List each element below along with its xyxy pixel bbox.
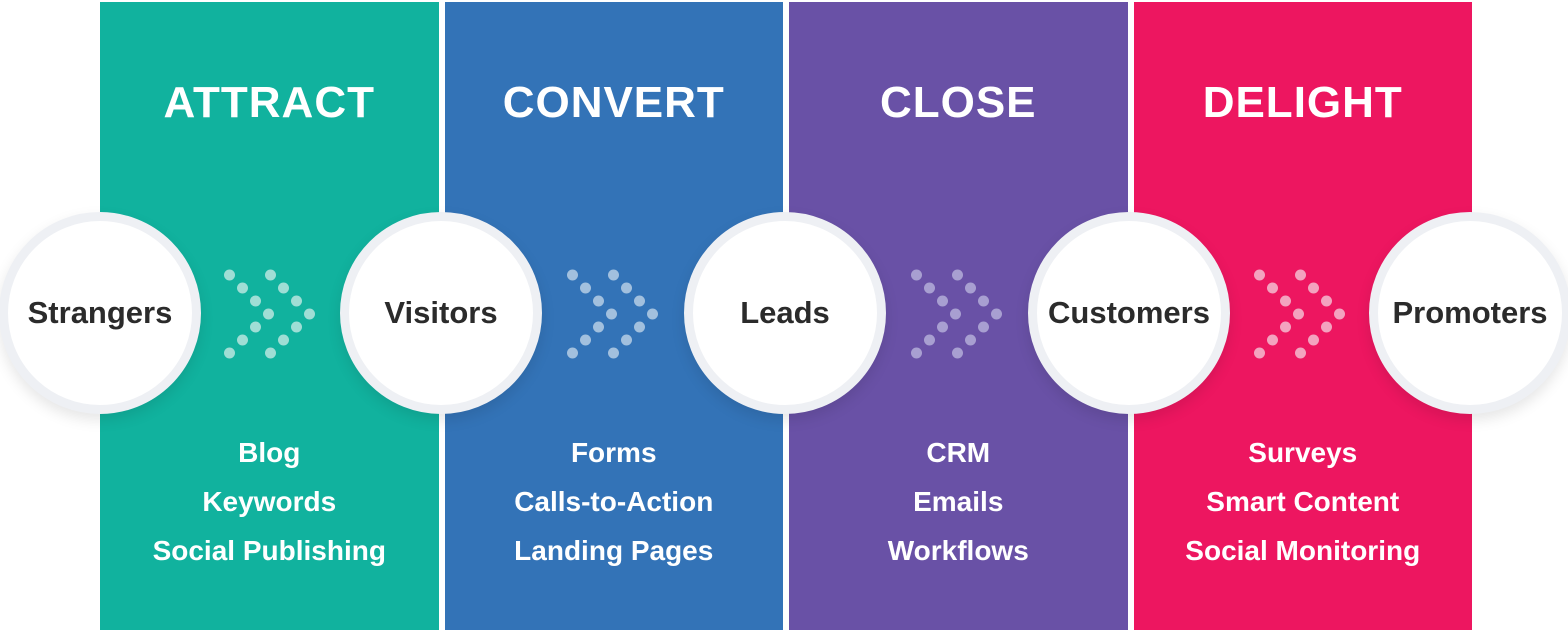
persona-label: Promoters bbox=[1392, 295, 1548, 330]
stage-item: Smart Content bbox=[1206, 486, 1400, 517]
stage-items-convert: Forms Calls-to-Action Landing Pages bbox=[445, 428, 784, 575]
dotted-chevron-arrow-icon bbox=[1254, 269, 1345, 359]
persona-label: Customers bbox=[1048, 295, 1210, 330]
stage-title-delight: DELIGHT bbox=[1202, 78, 1403, 127]
persona-label: Visitors bbox=[384, 295, 498, 330]
persona-label: Leads bbox=[740, 295, 830, 330]
stage-items-close: CRM Emails Workflows bbox=[789, 428, 1128, 575]
dotted-chevron-arrow-icon bbox=[567, 269, 658, 359]
stage-item: Surveys bbox=[1248, 437, 1358, 468]
stage-title-convert: CONVERT bbox=[502, 78, 725, 127]
persona-circle-promoters: Promoters bbox=[1369, 212, 1568, 414]
stage-item: Social Publishing bbox=[152, 535, 386, 566]
stage-title-attract: ATTRACT bbox=[163, 78, 375, 127]
persona-circle-strangers: Strangers bbox=[0, 212, 201, 414]
dotted-chevron-arrow-icon bbox=[224, 269, 315, 359]
stage-item: Landing Pages bbox=[514, 535, 714, 566]
stage-item: Keywords bbox=[202, 486, 337, 517]
dotted-chevron-arrow-icon bbox=[911, 269, 1002, 359]
stage-title-close: CLOSE bbox=[879, 78, 1037, 127]
persona-label: Strangers bbox=[27, 295, 173, 330]
stage-item: Calls-to-Action bbox=[514, 486, 714, 517]
stage-items-attract: Blog Keywords Social Publishing bbox=[100, 428, 439, 575]
stage-item: CRM bbox=[926, 437, 991, 468]
persona-circle-visitors: Visitors bbox=[340, 212, 542, 414]
stage-item: Emails bbox=[913, 486, 1004, 517]
persona-circle-customers: Customers bbox=[1028, 212, 1230, 414]
stage-item: Social Monitoring bbox=[1185, 535, 1421, 566]
stage-item: Blog bbox=[238, 437, 301, 468]
persona-circle-leads: Leads bbox=[684, 212, 886, 414]
stage-items-delight: Surveys Smart Content Social Monitoring bbox=[1134, 428, 1473, 575]
stage-item: Workflows bbox=[887, 535, 1029, 566]
stage-item: Forms bbox=[570, 437, 657, 468]
